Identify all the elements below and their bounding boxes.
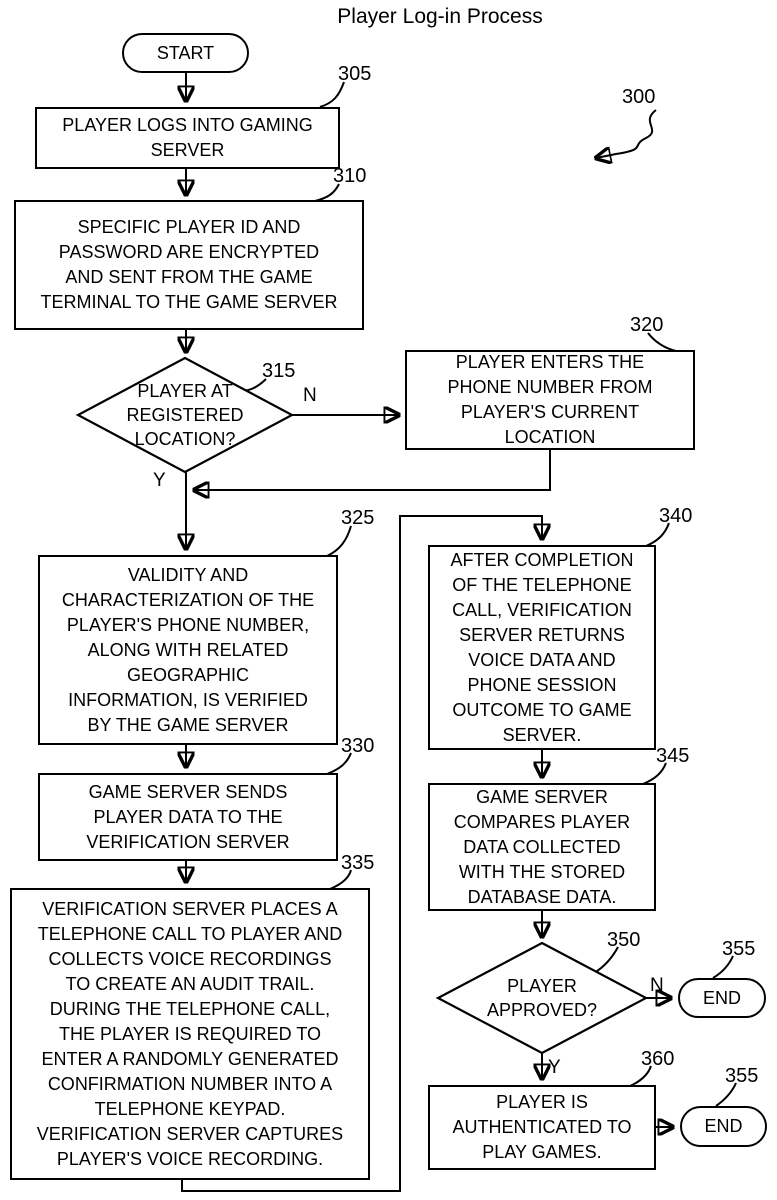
edge-label-350-yes: Y [548,1057,561,1078]
start-label: START [156,42,215,63]
process-360: PLAYER IS AUTHENTICATED TO PLAY GAMES. [428,1085,656,1170]
ref-label-320: 320 [630,314,664,336]
decision-350-shape [435,941,649,1055]
process-340-text: AFTER COMPLETION OF THE TELEPHONE CALL, … [450,549,634,745]
process-335-text: VERIFICATION SERVER PLACES A TELEPHONE C… [36,898,344,1169]
decision-shapes [75,356,649,1055]
process-305: PLAYER LOGS INTO GAMING SERVER [35,107,340,169]
ref-label-360: 360 [641,1048,675,1070]
edge-label-350-no: N [650,975,664,996]
process-340: AFTER COMPLETION OF THE TELEPHONE CALL, … [428,545,656,750]
figure-ref-pointer [596,109,657,158]
process-345-text: GAME SERVER COMPARES PLAYER DATA COLLECT… [453,786,631,907]
decision-350: PLAYER APPROVED? [467,972,617,1024]
ref-label-305: 305 [338,63,372,85]
process-335: VERIFICATION SERVER PLACES A TELEPHONE C… [10,888,370,1180]
process-360-text: PLAYER IS AUTHENTICATED TO PLAY GAMES. [452,1092,632,1162]
process-330-text: GAME SERVER SENDS PLAYER DATA TO THE VER… [86,781,290,852]
ref-label-310: 310 [333,165,367,187]
edge-label-315-yes: Y [153,470,166,491]
ref-label-340: 340 [659,505,693,527]
process-330: GAME SERVER SENDS PLAYER DATA TO THE VER… [38,773,338,861]
decision-315-shape [75,356,295,474]
process-310-text: SPECIFIC PLAYER ID AND PASSWORD ARE ENCR… [40,217,338,312]
process-305-text: PLAYER LOGS INTO GAMING SERVER [62,115,313,160]
ref-label-345: 345 [656,745,690,767]
decision-350-text: PLAYER APPROVED? [486,976,598,1020]
process-345: GAME SERVER COMPARES PLAYER DATA COLLECT… [428,783,656,911]
ref-label-315: 315 [262,360,296,382]
end-terminator-1-label: END [702,987,741,1008]
ref-label-330: 330 [341,735,375,757]
arrow-335-to-340 [181,515,542,1192]
process-325: VALIDITY AND CHARACTERIZATION OF THE PLA… [38,555,338,745]
process-325-text: VALIDITY AND CHARACTERIZATION OF THE PLA… [61,564,315,735]
ref-label-335: 335 [341,852,375,874]
start-terminator: START [122,33,249,73]
diagram-title: Player Log-in Process [337,5,543,28]
ref-label-355-a: 355 [722,938,756,960]
process-320: PLAYER ENTERS THE PHONE NUMBER FROM PLAY… [405,350,695,450]
ref-label-325: 325 [341,507,375,529]
ref-label-350: 350 [607,929,641,951]
process-320-text: PLAYER ENTERS THE PHONE NUMBER FROM PLAY… [447,352,653,447]
flow-arrows [181,73,673,1192]
end-terminator-2: END [680,1106,767,1147]
process-310: SPECIFIC PLAYER ID AND PASSWORD ARE ENCR… [14,200,364,330]
decision-315: PLAYER AT REGISTERED LOCATION? [100,373,270,457]
figure-ref-label: 300 [622,86,656,108]
arrow-320-to-merge [194,450,551,490]
end-terminator-2-label: END [704,1116,743,1136]
end-terminator-1: END [678,978,766,1018]
ref-label-355-b: 355 [725,1065,759,1087]
decision-315-text: PLAYER AT REGISTERED LOCATION? [126,381,244,449]
edge-label-315-no: N [303,385,317,406]
leader-lines [240,81,737,1107]
